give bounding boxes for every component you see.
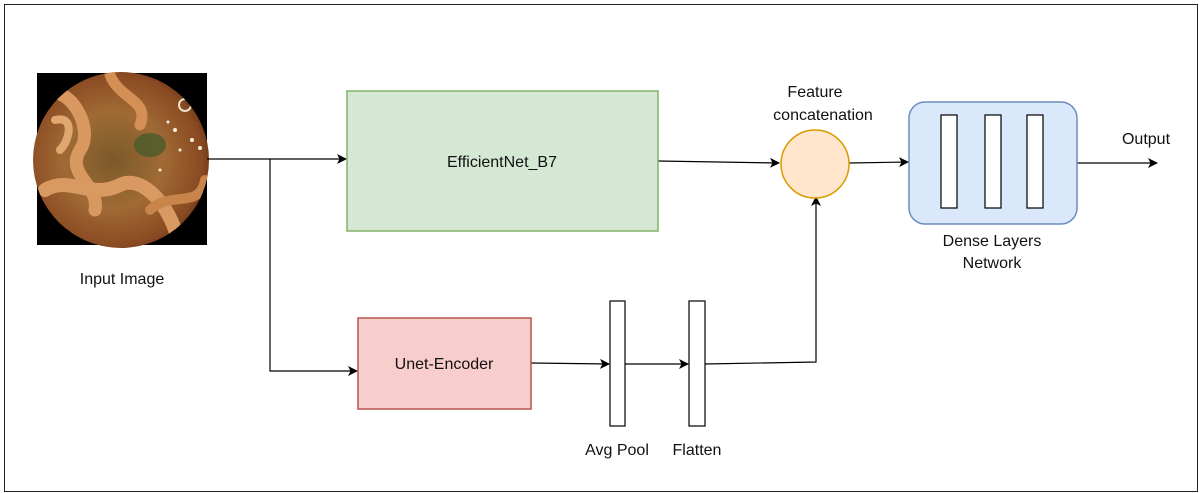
dense-label-line1: Dense Layers xyxy=(943,233,1042,250)
output-label: Output xyxy=(1122,131,1171,148)
efficientnet-label: EfficientNet_B7 xyxy=(447,154,557,171)
concat-label-line1: Feature xyxy=(787,84,842,101)
unet-encoder-block xyxy=(357,317,532,410)
dense-label-line2: Network xyxy=(963,255,1023,272)
flatten-layer xyxy=(688,300,706,427)
avgpool-label: Avg Pool xyxy=(585,442,649,459)
dense-layer-3 xyxy=(1026,114,1044,209)
edge-input-to-unet xyxy=(269,159,358,376)
edge-flatten-to-concat xyxy=(704,196,821,365)
concat-node xyxy=(780,129,850,199)
input-image-label: Input Image xyxy=(80,271,165,288)
efficientnet-block xyxy=(346,90,659,232)
dense-layer-2 xyxy=(984,114,1002,209)
edge-concat-to-dense xyxy=(848,157,909,168)
unet-encoder-label: Unet-Encoder xyxy=(395,356,494,373)
input-image xyxy=(33,72,209,248)
dense-layer-1 xyxy=(940,114,958,209)
flatten-label: Flatten xyxy=(673,442,722,459)
concat-label-line2: concatenation xyxy=(773,107,873,124)
connectors xyxy=(207,154,1158,376)
diagram-frame xyxy=(4,4,1198,492)
edge-efficientnet-to-concat xyxy=(657,157,780,168)
edge-unet-to-avgpool xyxy=(530,358,610,369)
avgpool-layer xyxy=(609,300,626,427)
